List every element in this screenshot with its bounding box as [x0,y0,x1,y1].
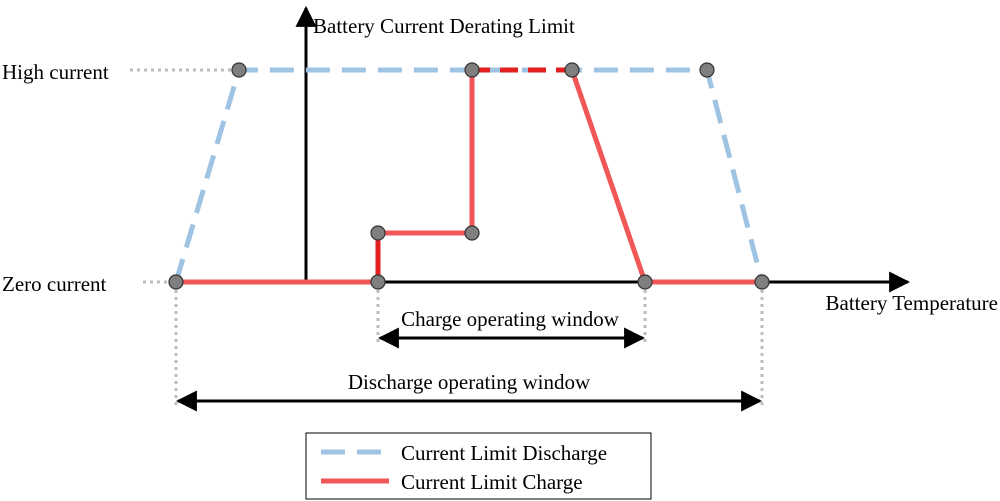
node [464,225,480,241]
legend-label-discharge: Current Limit Discharge [401,441,607,465]
discharge-window-label: Discharge operating window [348,370,591,394]
discharge-limit-line [173,67,765,283]
node [754,274,770,290]
charge-limit-line [176,67,762,285]
charge-ramp-down [569,69,648,283]
node [370,274,386,290]
node [168,274,184,290]
guide-lines [130,68,764,405]
legend: Current Limit Discharge Current Limit Ch… [305,432,652,500]
x-axis-title: Battery Temperature [826,291,998,315]
y-axis-title: Battery Current Derating Limit [313,14,575,38]
legend-label-charge: Current Limit Charge [401,470,583,494]
node [464,62,480,78]
node [370,225,386,241]
node [231,62,247,78]
legend-box [305,432,652,500]
high-current-label: High current [2,60,109,84]
node [564,62,580,78]
node [637,274,653,290]
nodes [168,62,770,290]
zero-current-label: Zero current [2,272,107,296]
node [699,62,715,78]
charge-window-label: Charge operating window [401,307,620,331]
